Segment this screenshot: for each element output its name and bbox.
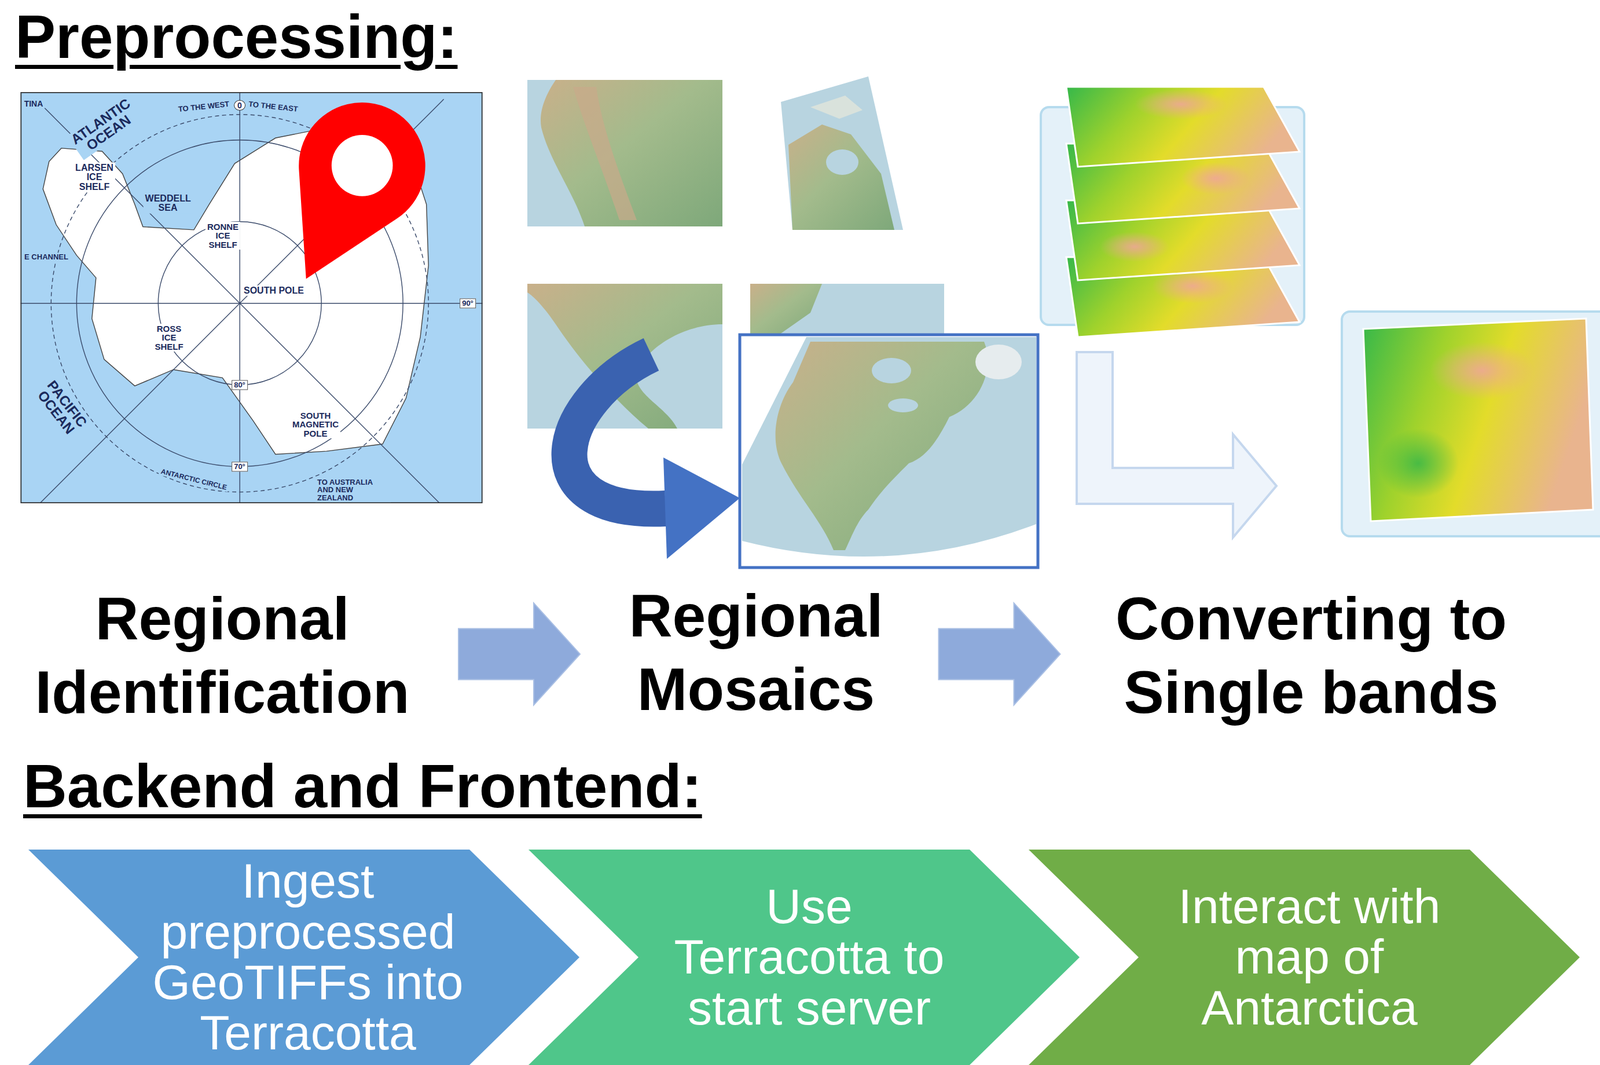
- chevron-step: Ingest preprocessed GeoTIFFs into Terrac…: [28, 849, 580, 1065]
- meridian: [239, 92, 241, 504]
- map-tile: [750, 283, 945, 337]
- texture: [1180, 162, 1251, 195]
- texture: [1429, 341, 1535, 400]
- single-band: [1363, 318, 1594, 521]
- map-label: TO AUSTRALIA AND NEW ZEALAND: [315, 477, 391, 502]
- lake: [887, 398, 919, 413]
- step-label: Regional Mosaics: [621, 578, 891, 726]
- land: [788, 124, 895, 230]
- meridian: [35, 98, 444, 508]
- sea: [527, 79, 723, 227]
- arrow-body: [569, 354, 666, 509]
- ocean: [20, 92, 483, 504]
- map-label: 80°: [231, 379, 248, 390]
- step-label: Regional Identification: [27, 581, 417, 729]
- island: [810, 95, 863, 119]
- map-label: WEDDELL SEA: [143, 193, 193, 214]
- map-label: TINA: [22, 98, 46, 109]
- mountains: [573, 86, 637, 220]
- location-pin: [298, 102, 425, 279]
- chevron-fill: [1028, 849, 1580, 1065]
- map-label: SOUTH MAGNETIC POLE: [290, 410, 341, 439]
- ice: [975, 344, 1022, 380]
- step-text: Converting to Single bands: [1108, 581, 1514, 729]
- map-frame: [20, 92, 482, 503]
- chevron-step: Interact with map of Antarctica: [1028, 849, 1580, 1065]
- bay: [826, 149, 859, 175]
- step-label: Converting to Single bands: [1108, 581, 1514, 729]
- antarctic-circle: [50, 114, 429, 493]
- chevron-text: Ingest preprocessed GeoTIFFs into Terrac…: [145, 855, 471, 1058]
- arrow-head: [663, 457, 740, 559]
- bay: [871, 357, 912, 384]
- band-layer: [1363, 318, 1594, 521]
- map-label: SOUTH POLE: [241, 285, 306, 296]
- chevron-text-box: Ingest preprocessed GeoTIFFs into Terrac…: [145, 855, 471, 1058]
- bend-arrow: [1076, 351, 1277, 538]
- meridian: [20, 302, 483, 304]
- antarctica-map: [20, 92, 483, 508]
- land: [775, 341, 989, 550]
- map-label: LARSEN ICE SHELF: [73, 162, 116, 193]
- band: [1066, 86, 1300, 167]
- block-arrow: [458, 602, 581, 705]
- chevron-fill: [28, 849, 580, 1065]
- step-text: Regional Mosaics: [621, 578, 891, 726]
- map-tile: [780, 76, 904, 230]
- block-arrow: [938, 602, 1061, 705]
- map-label: E CHANNEL: [22, 252, 71, 262]
- land: [540, 79, 723, 227]
- continent: [42, 127, 429, 455]
- texture: [1134, 89, 1228, 120]
- texture: [1099, 231, 1170, 262]
- map-label: ROSS ICE SHELF: [152, 323, 185, 352]
- chevron-fill: [528, 849, 1080, 1065]
- chevron-step: Use Terracotta to start server: [528, 849, 1080, 1065]
- panel: [1341, 311, 1600, 537]
- meridian: [35, 98, 444, 508]
- map-tile: [527, 79, 723, 227]
- chevron-text-box: Use Terracotta to start server: [664, 881, 954, 1033]
- graticule: [20, 92, 483, 508]
- band-stack: [1066, 86, 1300, 337]
- band-layer: [1066, 86, 1300, 167]
- chevron-text: Use Terracotta to start server: [664, 881, 954, 1033]
- sea: [780, 76, 904, 230]
- curved-arrow: [569, 354, 740, 559]
- texture: [1377, 428, 1459, 498]
- mosaic-frame: [739, 334, 1038, 568]
- pin-hole: [331, 134, 394, 197]
- parallel: [158, 221, 322, 385]
- map-label: 90°: [459, 298, 476, 308]
- chevron-text-box: Interact with map of Antarctica: [1164, 881, 1455, 1033]
- land: [750, 283, 822, 337]
- map-label: 0: [233, 100, 246, 111]
- map-label: 70°: [231, 461, 248, 472]
- section-title: Preprocessing:: [15, 2, 458, 73]
- map-label: RONNE ICE SHELF: [205, 221, 241, 250]
- sea: [742, 336, 1037, 557]
- sea: [750, 283, 945, 337]
- chevron-text: Interact with map of Antarctica: [1164, 881, 1455, 1033]
- mosaic: [739, 334, 1038, 568]
- step-text: Regional Identification: [27, 581, 417, 729]
- section-heading: Backend and Frontend:: [23, 751, 703, 822]
